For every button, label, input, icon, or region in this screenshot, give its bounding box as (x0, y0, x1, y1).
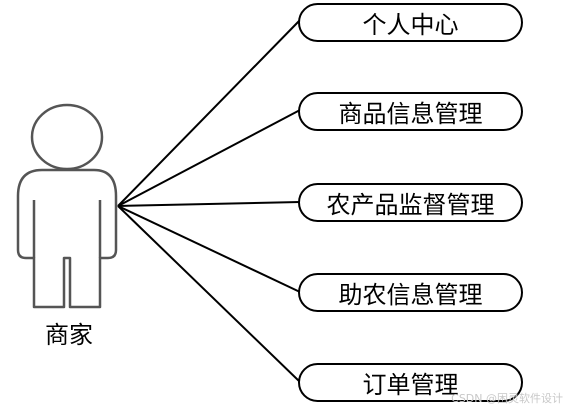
use-case-personal-center: 个人中心 (298, 3, 523, 42)
actor-head (30, 103, 104, 171)
actor-label: 商家 (45, 321, 93, 349)
association-line-0 (117, 19, 301, 207)
use-case-agri-supervision-management: 农产品监督管理 (298, 183, 523, 222)
association-line-3 (117, 205, 301, 293)
association-line-1 (117, 109, 301, 207)
person-icon (16, 103, 118, 309)
association-line-2 (117, 201, 301, 207)
watermark: CSDN @困灵软件设计 (451, 392, 563, 405)
association-lines (117, 19, 301, 383)
actor-body (16, 168, 118, 309)
use-case-product-info-management: 商品信息管理 (298, 92, 523, 131)
association-line-4 (117, 205, 301, 383)
use-case-aid-info-management: 助农信息管理 (298, 273, 523, 312)
use-case-order-management: 订单管理 (298, 363, 523, 402)
